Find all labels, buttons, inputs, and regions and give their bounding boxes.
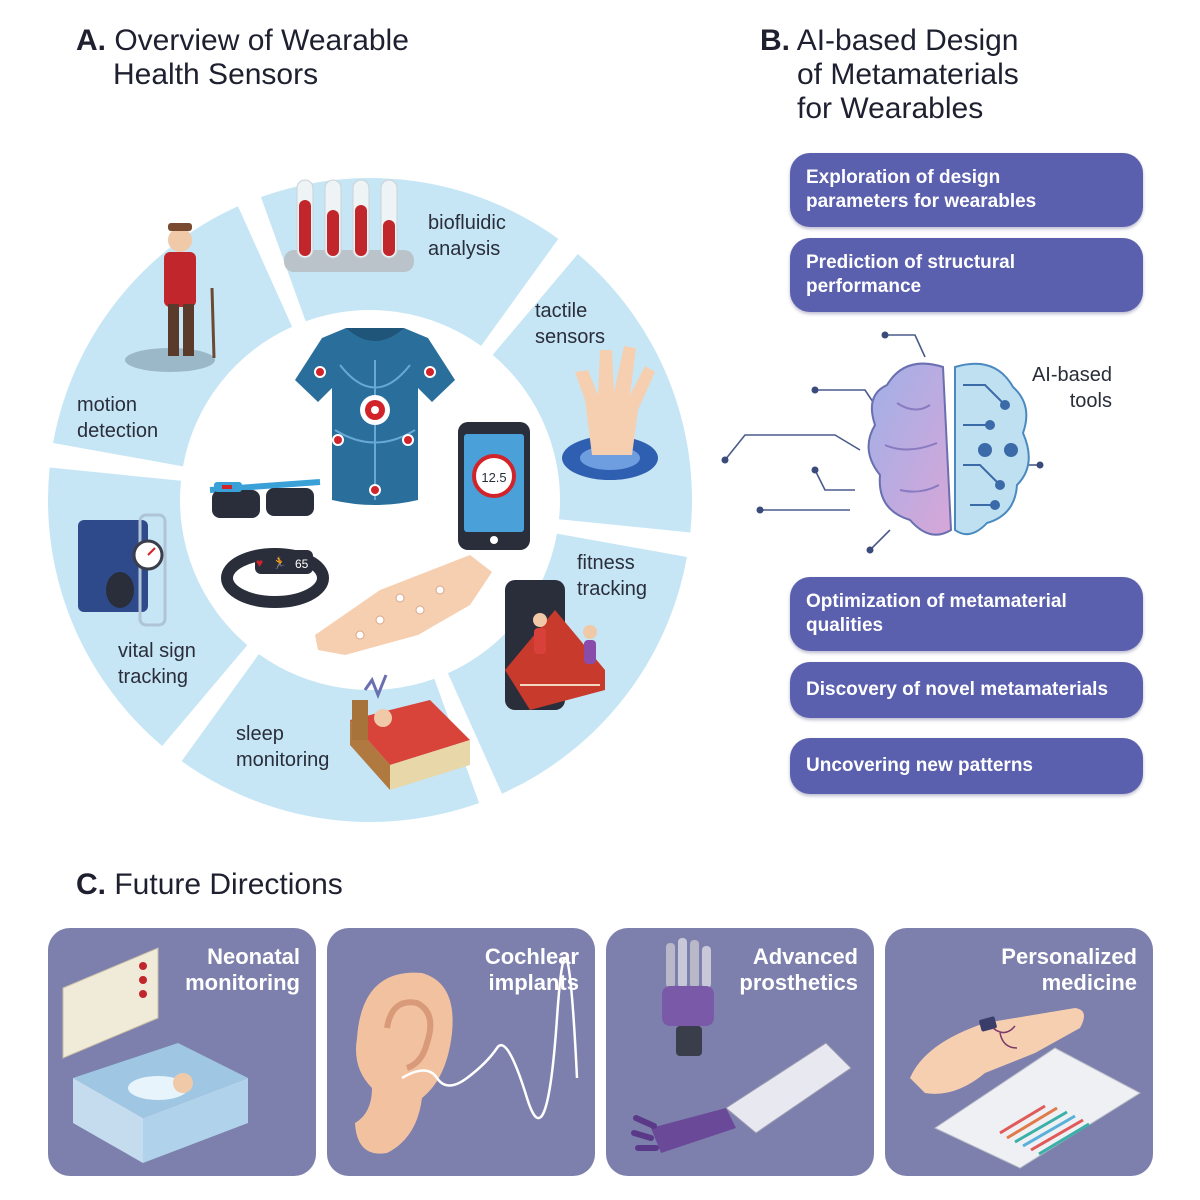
segment-label-vital: vital sign tracking	[118, 640, 196, 688]
card-cochlear: Cochlear implants	[327, 928, 595, 1176]
card-prosthetics: Advanced prosthetics	[606, 928, 874, 1176]
runners-phone-icon	[505, 580, 605, 710]
hand-icon	[562, 346, 658, 480]
panel-b-title: B. AI-based Design of Metamaterials for …	[760, 24, 1019, 125]
pill-discovery: Discovery of novel metamaterials	[790, 662, 1143, 718]
segment-label-tactile: tactile sensors	[535, 300, 606, 348]
segment-label-biofluidic: biofluidic analysis	[428, 212, 506, 260]
robotic-hand-icon	[631, 938, 852, 1153]
svg-text:♥: ♥	[256, 556, 263, 570]
shirt-icon	[295, 328, 455, 505]
test-tubes-icon	[284, 179, 414, 272]
card-personalized: Personalized medicine	[885, 928, 1153, 1176]
brain-icon	[721, 331, 1044, 554]
ai-tools-label: AI-based tools	[1031, 364, 1112, 412]
card-title-cochlear: Cochlear implants	[484, 944, 579, 995]
blood-pressure-monitor-icon	[78, 513, 167, 627]
segment-label-fitness: fitness tracking	[577, 552, 648, 600]
segment-label-motion: motion detection	[77, 394, 159, 442]
fitness-band-icon: ♥ 🏃 65	[221, 548, 329, 608]
card-title-neonatal: Neonatal monitoring	[185, 944, 300, 995]
svg-text:🏃: 🏃	[272, 556, 287, 570]
incubator-icon	[62, 947, 248, 1163]
card-neonatal: Neonatal monitoring	[48, 928, 316, 1176]
sensor-wheel: 12.5 ♥ 🏃 65	[47, 178, 692, 822]
card-title-prosthetics: Advanced prosthetics	[739, 944, 858, 995]
bed-icon	[350, 674, 470, 790]
elderly-man-icon	[125, 223, 216, 372]
smartphone-icon: 12.5	[458, 422, 530, 550]
phone-readout: 12.5	[481, 470, 506, 485]
card-title-personalized: Personalized medicine	[1001, 944, 1137, 995]
palm-sensor-icon	[315, 555, 492, 655]
panel-c-title: C. Future Directions	[76, 868, 343, 901]
ear-icon	[355, 956, 579, 1154]
hand-on-phone-icon	[910, 1008, 1142, 1169]
band-readout: 65	[295, 557, 309, 571]
smart-glasses-icon	[209, 479, 321, 518]
segment-label-sleep: sleep monitoring	[236, 723, 330, 771]
panel-a-title: A. Overview of Wearable Health Sensors	[76, 24, 409, 91]
sound-wave	[401, 956, 579, 1120]
pill-uncovering: Uncovering new patterns	[790, 738, 1143, 794]
